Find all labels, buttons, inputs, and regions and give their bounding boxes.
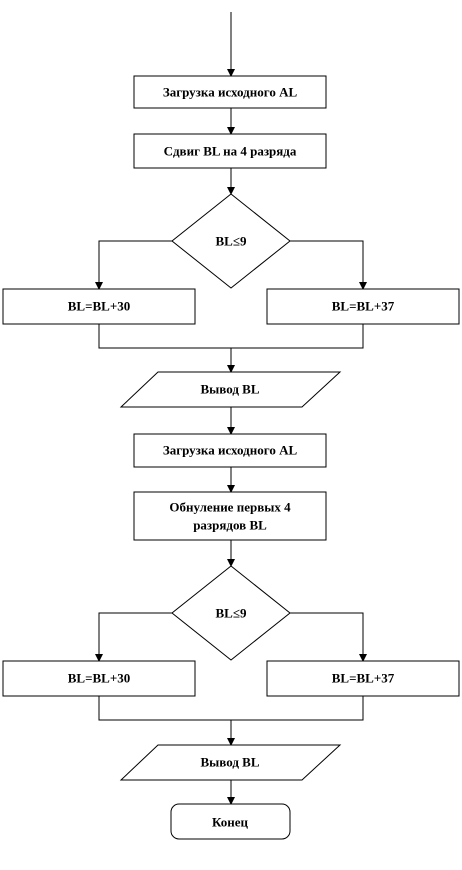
- decision-bl-le-9-2-label: BL≤9: [216, 606, 247, 621]
- process-zero-bits-label-line-1: Обнуление первых 4: [169, 500, 291, 515]
- merge-line-1: [98, 324, 364, 349]
- process-add-37-2-label: BL=BL+37: [332, 671, 395, 686]
- process-load-al-1: [133, 75, 327, 109]
- process-shift-bl-label: Сдвиг BL на 4 разряда: [164, 144, 297, 159]
- process-zero-bits-label-line-2: разрядов BL: [193, 518, 267, 533]
- arrow-cond-2-right: [290, 612, 367, 662]
- process-shift-bl: [133, 133, 327, 169]
- decision-bl-le-9-2: [171, 565, 291, 661]
- merge-line-2: [98, 696, 364, 721]
- process-load-al-2-label: Загрузка исходного AL: [163, 443, 298, 458]
- process-add-37-2: [266, 660, 460, 697]
- terminator-end-label: Конец: [212, 815, 249, 830]
- io-output-bl-1: [119, 371, 342, 408]
- decision-bl-le-9-1: [171, 193, 291, 289]
- process-add-37-1-label: BL=BL+37: [332, 299, 395, 314]
- io-output-bl-1-label: Вывод BL: [200, 382, 259, 397]
- terminator-end: [170, 803, 291, 840]
- process-load-al-2: [133, 433, 327, 468]
- arrow-cond-1-left: [95, 240, 172, 290]
- process-add-30-2-label: BL=BL+30: [68, 671, 131, 686]
- io-output-bl-2-label: Вывод BL: [200, 755, 259, 770]
- decision-bl-le-9-1-label: BL≤9: [216, 234, 247, 249]
- process-load-al-1-label: Загрузка исходного AL: [163, 85, 298, 100]
- process-add-30-1-label: BL=BL+30: [68, 299, 131, 314]
- process-zero-bits: [133, 491, 327, 541]
- arrow-cond-1-right: [290, 240, 367, 290]
- io-output-bl-2: [119, 744, 342, 781]
- process-add-30-1: [2, 288, 196, 325]
- arrow-cond-2-left: [95, 612, 172, 662]
